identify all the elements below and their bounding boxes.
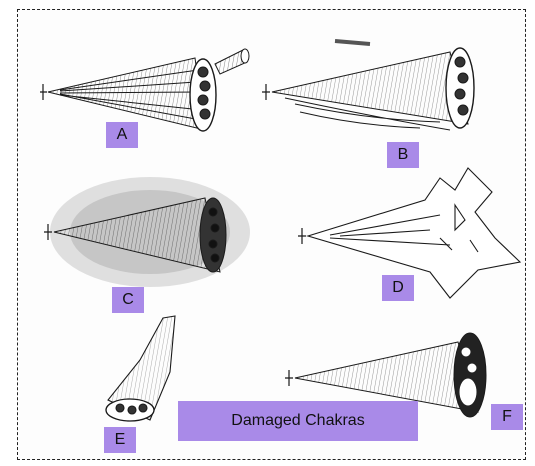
label-e: E [104, 427, 136, 453]
chakra-c-drawing [44, 177, 250, 287]
chakra-b-drawing [262, 41, 474, 130]
chakra-a-drawing [40, 49, 249, 131]
figure-caption: Damaged Chakras [178, 401, 418, 441]
label-f: F [491, 404, 523, 430]
label-b: B [387, 142, 419, 168]
chakra-e-drawing [106, 316, 175, 421]
label-c: C [112, 287, 144, 313]
label-d: D [382, 275, 414, 301]
label-a: A [106, 122, 138, 148]
